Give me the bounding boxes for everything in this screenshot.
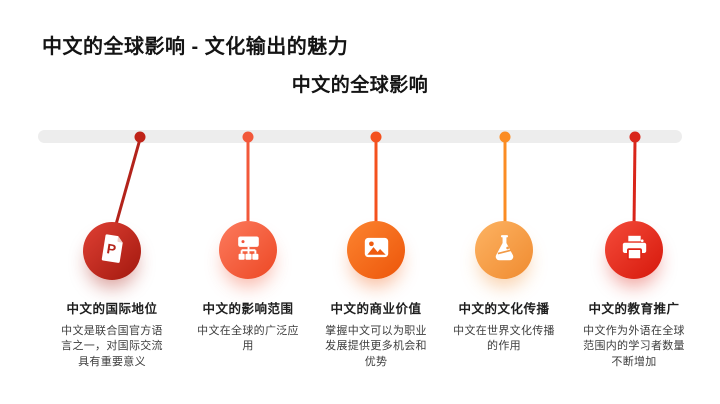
slide-subtitle: 中文的全球影响 [291, 75, 429, 96]
timeline-item: 中文的商业价值 掌握中文可以为职业发展提供更多机会和优势 [308, 298, 444, 370]
printer-icon [618, 231, 651, 269]
item-description: 中文是联合国官方语言之一，对国际交流具有重要意义 [61, 325, 163, 368]
item-title: 中文的商业价值 [330, 302, 422, 316]
svg-text:P: P [105, 241, 116, 257]
timeline-bubble-influence-scope [219, 221, 277, 279]
timeline-item: 中文的教育推广 中文作为外语在全球范围内的学习者数量不断增加 [566, 298, 702, 370]
item-description: 掌握中文可以为职业发展提供更多机会和优势 [325, 325, 427, 368]
flask-icon [488, 231, 521, 269]
item-title: 中文的国际地位 [66, 302, 158, 316]
item-description: 中文作为外语在全球范围内的学习者数量不断增加 [583, 325, 685, 368]
timeline-bubble-international-status: P [83, 222, 141, 280]
page-title: 中文的全球影响 - 文化输出的魅力 [42, 36, 349, 58]
timeline-item: 中文的影响范围 中文在全球的广泛应用 [180, 298, 316, 355]
document-p-icon: P [96, 232, 129, 270]
timeline-item: 中文的文化传播 中文在世界文化传播的作用 [436, 298, 572, 355]
item-title: 中文的影响范围 [202, 302, 294, 316]
timeline-item: 中文的国际地位 中文是联合国官方语言之一，对国际交流具有重要意义 [44, 298, 180, 370]
timeline-bubble-cultural-spread [475, 221, 533, 279]
timeline-bar [38, 130, 682, 143]
image-icon [360, 231, 393, 269]
timeline-bubble-business-value [347, 221, 405, 279]
timeline-bubble-education-promotion [605, 221, 663, 279]
item-title: 中文的教育推广 [588, 302, 680, 316]
org-chart-icon [232, 231, 265, 269]
item-description: 中文在世界文化传播的作用 [453, 325, 555, 353]
item-title: 中文的文化传播 [458, 302, 550, 316]
item-description: 中文在全球的广泛应用 [197, 325, 299, 353]
